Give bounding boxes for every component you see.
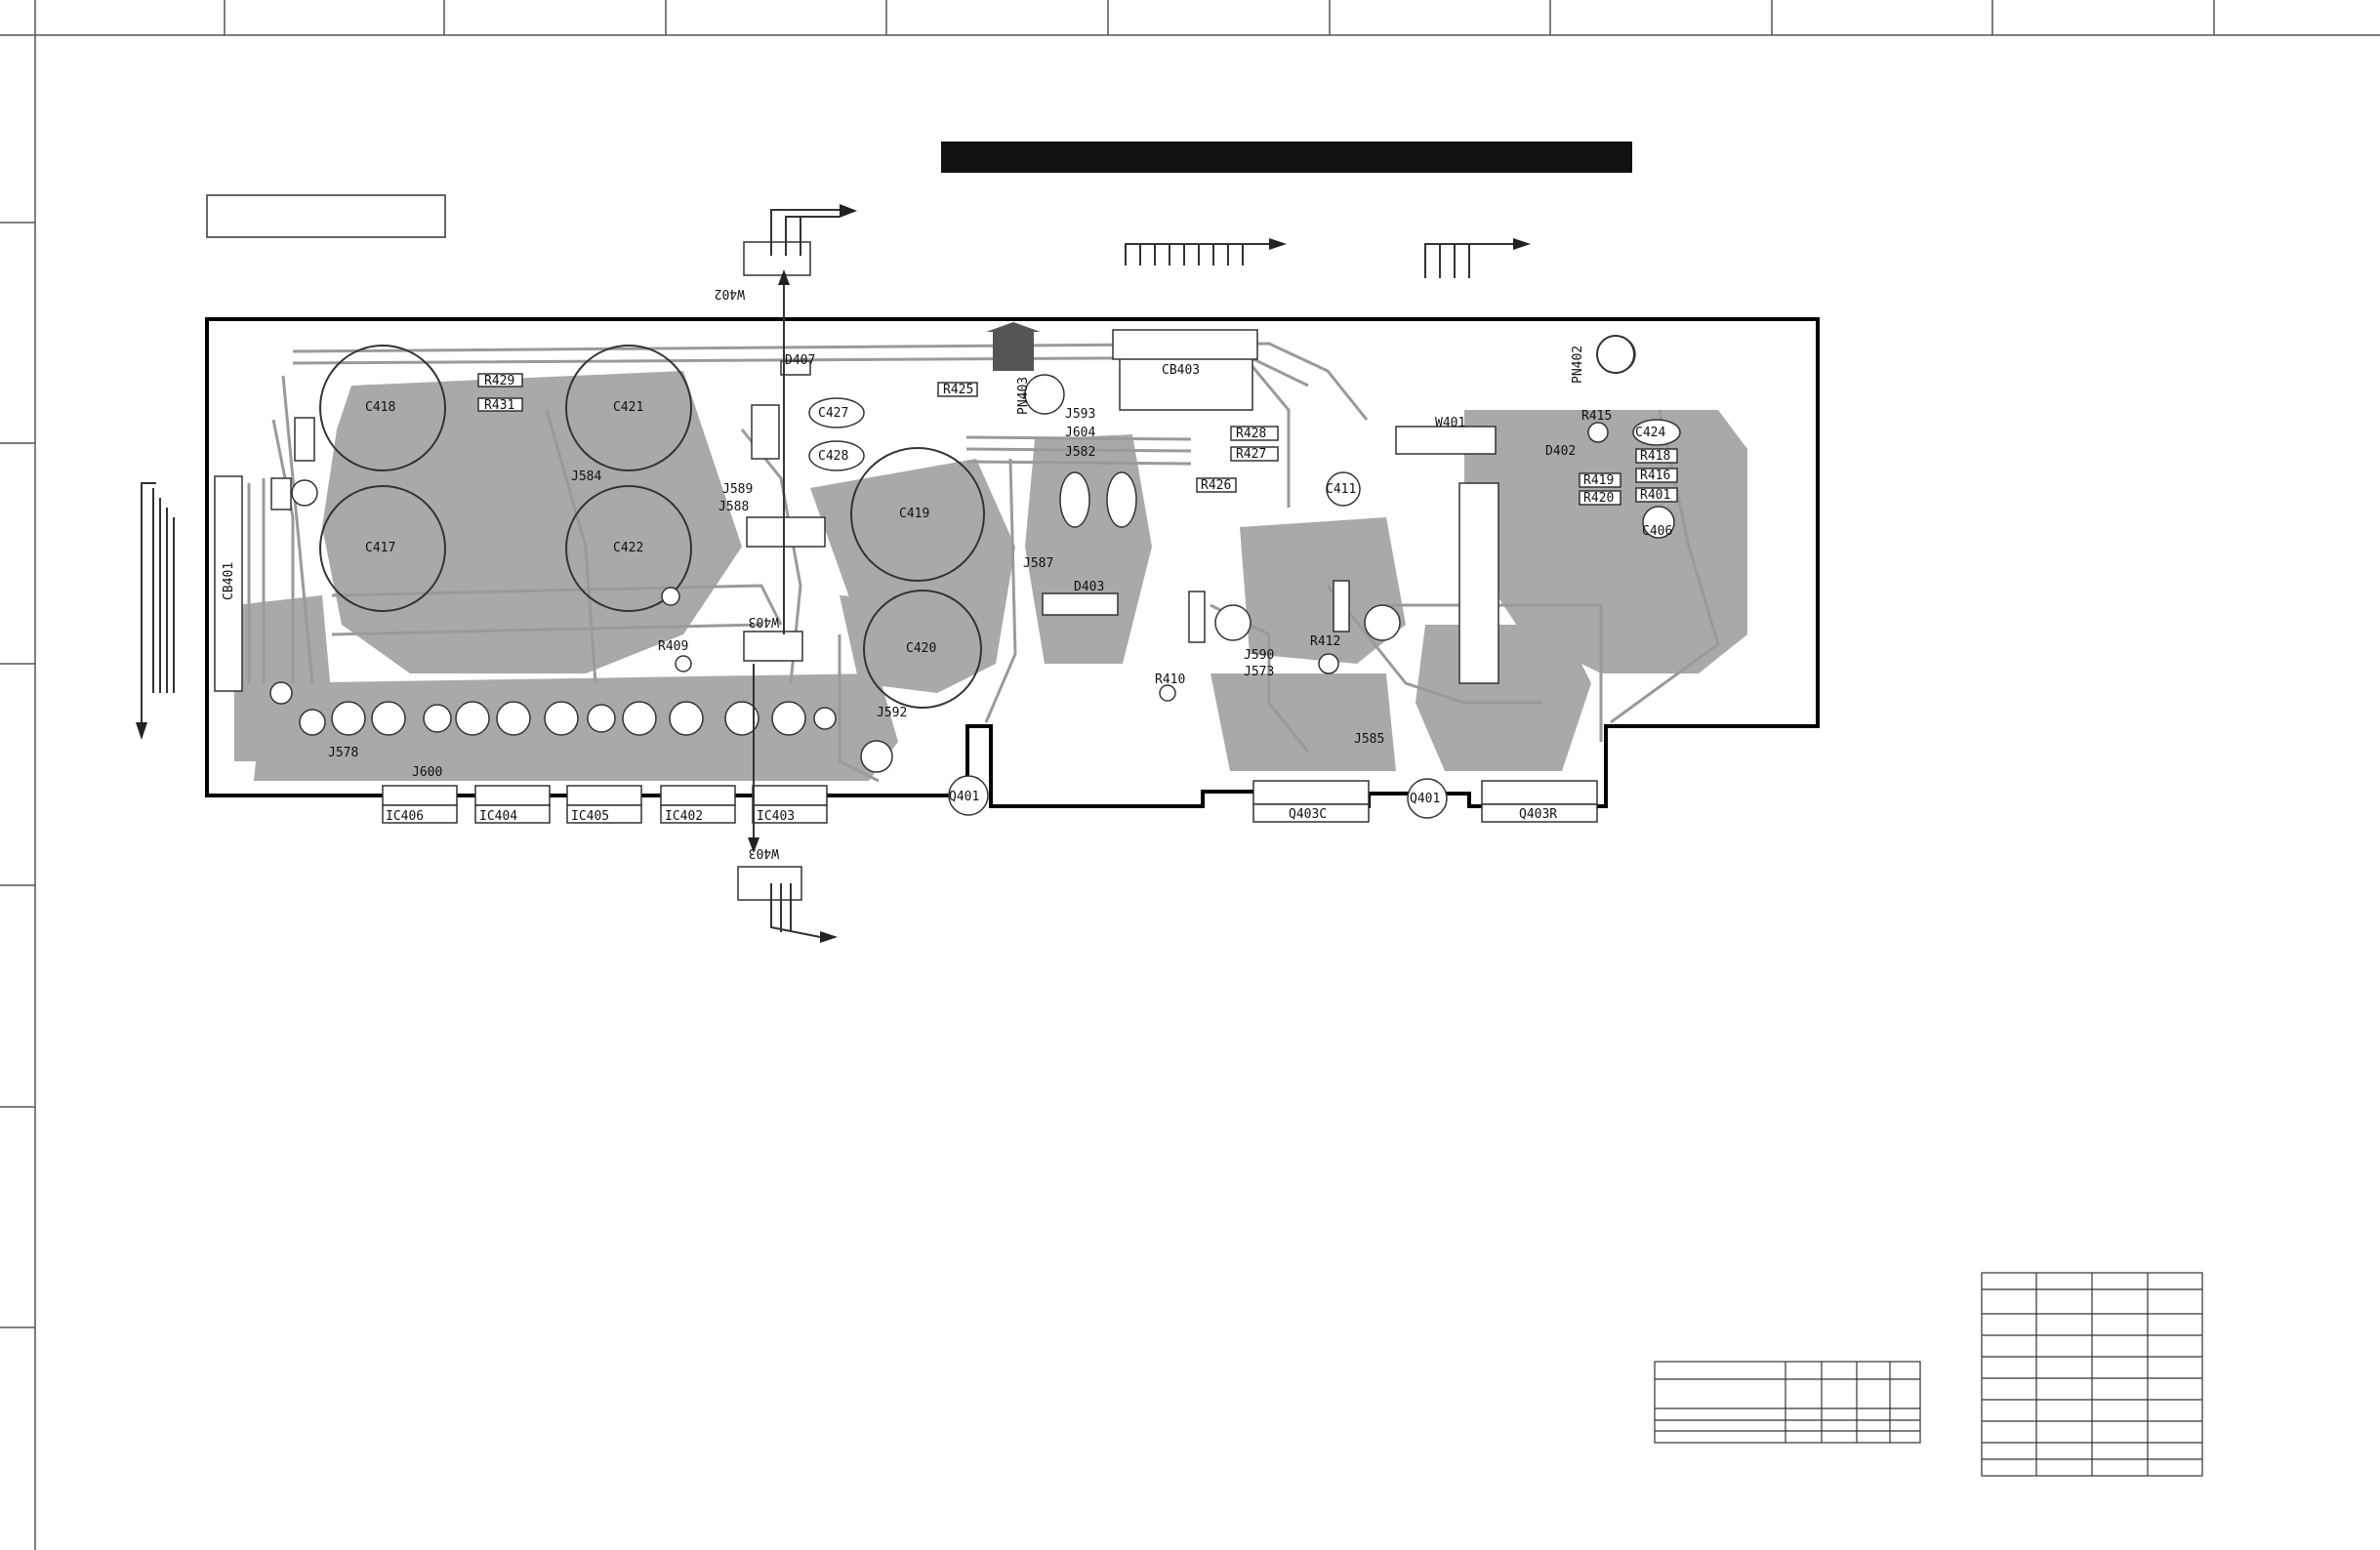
large-table <box>1981 1272 2203 1477</box>
label-q403c: Q403C <box>1289 807 1327 822</box>
label-j574: J592 <box>877 706 907 720</box>
label-w403-top: W403 <box>749 614 779 629</box>
heat-sink <box>986 322 1041 371</box>
label-c406: C406 <box>1642 524 1672 539</box>
rect-parts <box>270 350 1678 684</box>
label-j589: J589 <box>722 482 753 497</box>
label-r417: R419 <box>1583 473 1614 488</box>
label-ic405: IC405 <box>571 809 609 824</box>
label-j578: J578 <box>328 746 358 760</box>
label-j591: J593 <box>1065 407 1095 422</box>
connector-cb401 <box>214 475 243 692</box>
label-c421: C421 <box>613 400 643 415</box>
cap-c417 <box>319 485 446 612</box>
large-capacitors <box>319 345 985 709</box>
label-r415: R420 <box>1583 491 1614 506</box>
label-ic406: IC406 <box>386 809 424 824</box>
label-r418: R401 <box>1640 488 1670 503</box>
cap-c421 <box>565 345 692 471</box>
label-c416: C424 <box>1635 426 1665 440</box>
label-d402: D402 <box>1545 444 1576 459</box>
label-c422: C422 <box>613 541 643 555</box>
label-j588: J588 <box>718 500 749 514</box>
label-q401: Q401 <box>1410 792 1440 806</box>
arrowheads <box>136 204 1531 943</box>
label-w403-bottom: W403 <box>749 845 779 860</box>
label-pn403: PN403 <box>1016 377 1031 415</box>
connectors <box>214 241 1497 901</box>
label-box <box>206 194 446 238</box>
label-pn402: PN402 <box>1571 346 1585 384</box>
connector-w401 <box>1395 426 1497 455</box>
label-r431: R431 <box>484 398 514 413</box>
label-c427: C427 <box>818 406 848 421</box>
label-j604: J587 <box>1023 556 1053 571</box>
small-table <box>1654 1361 1921 1444</box>
cap-c422 <box>565 485 692 612</box>
rotated-labels: W402 W403 W403 PN402 PN403 CB401 <box>222 286 1585 860</box>
label-r419: R418 <box>1640 449 1670 464</box>
label-q403r: Q403R <box>1519 807 1557 822</box>
cap-c419 <box>850 447 985 582</box>
label-c419: C419 <box>899 507 929 521</box>
label-j580: J590 <box>1244 648 1274 663</box>
connector-w403-bottom <box>737 866 802 901</box>
label-j590: J585 <box>1354 732 1384 747</box>
connector-w403-top <box>743 631 803 662</box>
label-d403: D403 <box>1074 580 1104 594</box>
label-w402: W402 <box>715 286 745 301</box>
label-r410: R412 <box>1310 634 1340 649</box>
label-c420: C420 <box>906 641 936 656</box>
label-j600: J600 <box>412 765 442 780</box>
label-d407: D407 <box>785 353 815 368</box>
title-bar <box>941 142 1632 173</box>
component-labels: C418 C421 C417 C422 C419 C420 IC406 IC40… <box>328 353 1672 824</box>
pn402-knob <box>1596 335 1635 374</box>
label-r428: R428 <box>1236 427 1266 441</box>
label-c417: C417 <box>365 541 395 555</box>
connector-w404 <box>746 516 826 548</box>
connector-w402 <box>743 241 811 276</box>
label-j572: J573 <box>1244 665 1274 679</box>
wire-arrows <box>141 209 1513 938</box>
label-r429: R429 <box>484 374 514 388</box>
label-cb401: CB401 <box>222 562 236 600</box>
label-r426: R426 <box>1201 478 1231 493</box>
label-j584: J584 <box>571 469 601 484</box>
label-r427: R427 <box>1236 447 1266 462</box>
label-cb403: CB403 <box>1162 363 1200 378</box>
bottom-ics <box>382 780 1598 824</box>
label-r425: R425 <box>943 383 973 397</box>
label-ic403: IC403 <box>757 809 795 824</box>
label-c428: C428 <box>818 449 848 464</box>
oval-caps <box>808 397 1681 528</box>
cap-c418 <box>319 345 446 471</box>
label-q401-b: Q401 <box>949 790 979 804</box>
label-j593: J582 <box>1065 445 1095 460</box>
cap-c420 <box>863 590 982 709</box>
label-r420: R416 <box>1640 469 1670 483</box>
copper-areas <box>234 371 1747 781</box>
label-c408: C411 <box>1326 482 1356 497</box>
label-c418: C418 <box>365 400 395 415</box>
label-ic404: IC404 <box>479 809 517 824</box>
label-w401: W401 <box>1435 416 1465 430</box>
label-ic402: IC402 <box>665 809 703 824</box>
label-r411: R410 <box>1155 673 1185 687</box>
label-r421: R415 <box>1581 409 1612 424</box>
label-r408: R409 <box>658 639 688 654</box>
connector-cb403 <box>1112 329 1258 360</box>
label-j592: J604 <box>1065 426 1095 440</box>
